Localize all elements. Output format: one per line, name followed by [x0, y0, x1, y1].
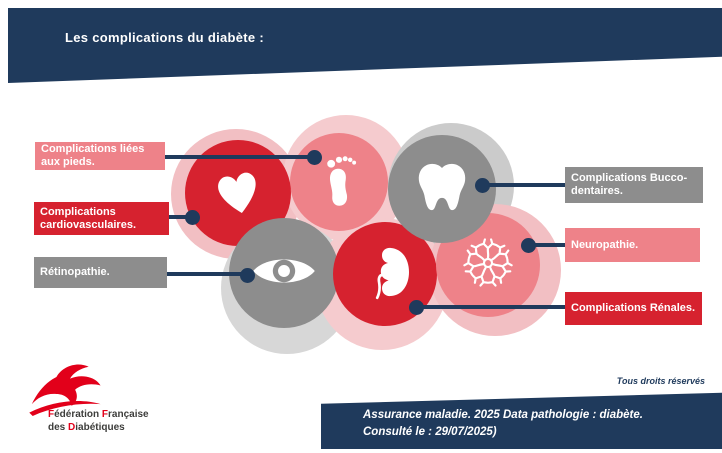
rights-notice: Tous droits réservés	[616, 376, 705, 386]
logo-line-1: Fédération Française	[48, 409, 149, 420]
connector-dot-cardio	[185, 210, 200, 225]
source-line-2: Consulté le : 29/07/2025)	[363, 426, 497, 439]
federation-logo-text: Fédération Française des Diabétiques	[48, 409, 149, 434]
label-complications-bucco-dentaires: Complications Bucco-dentaires.	[565, 167, 703, 203]
label-text: Complications cardiovasculaires.	[40, 205, 137, 231]
connector-dot-renales	[409, 300, 424, 315]
heart-icon	[207, 160, 269, 227]
connector-dot-pieds	[307, 150, 322, 165]
footprint-icon	[311, 152, 367, 213]
label-text: Complications Rénales.	[571, 302, 696, 315]
label-retinopathie: Rétinopathie.	[34, 257, 167, 288]
connector-dot-bucco	[475, 178, 490, 193]
kidney-icon	[355, 242, 415, 307]
neuron-icon	[457, 232, 519, 299]
header-banner: Les complications du diabète :	[8, 8, 722, 83]
source-citation-box: Assurance maladie. 2025 Data pathologie …	[321, 392, 722, 449]
foot-circle	[290, 133, 388, 231]
label-text: Complications liées aux pieds.	[41, 143, 145, 168]
page-title: Les complications du diabète :	[65, 30, 264, 45]
label-text: Complications Bucco-dentaires.	[571, 172, 688, 197]
eye-icon	[249, 236, 319, 311]
label-neuropathie: Neuropathie.	[565, 228, 700, 262]
source-line-1: Assurance maladie. 2025 Data pathologie …	[363, 409, 643, 421]
label-text: Neuropathie.	[571, 238, 639, 251]
federation-bird-logo-icon	[16, 360, 124, 421]
label-complications-cardiovasculaires: Complications cardiovasculaires.	[34, 202, 169, 235]
label-text: Rétinopathie.	[40, 266, 110, 279]
label-complications-pieds: Complications liées aux pieds.	[35, 142, 165, 170]
connector-dot-neuropathie	[521, 238, 536, 253]
connector-line-bucco	[480, 183, 566, 187]
tooth-icon	[408, 153, 476, 226]
connector-line-retinopathie	[164, 272, 250, 276]
connector-line-pieds	[160, 155, 316, 159]
label-complications-renales: Complications Rénales.	[565, 292, 702, 325]
logo-line-2: des Diabétiques	[48, 421, 125, 433]
connector-line-cardio	[165, 215, 195, 219]
connector-dot-retinopathie	[240, 268, 255, 283]
connector-line-neuropathie	[527, 243, 566, 247]
connector-line-renales	[415, 305, 566, 309]
